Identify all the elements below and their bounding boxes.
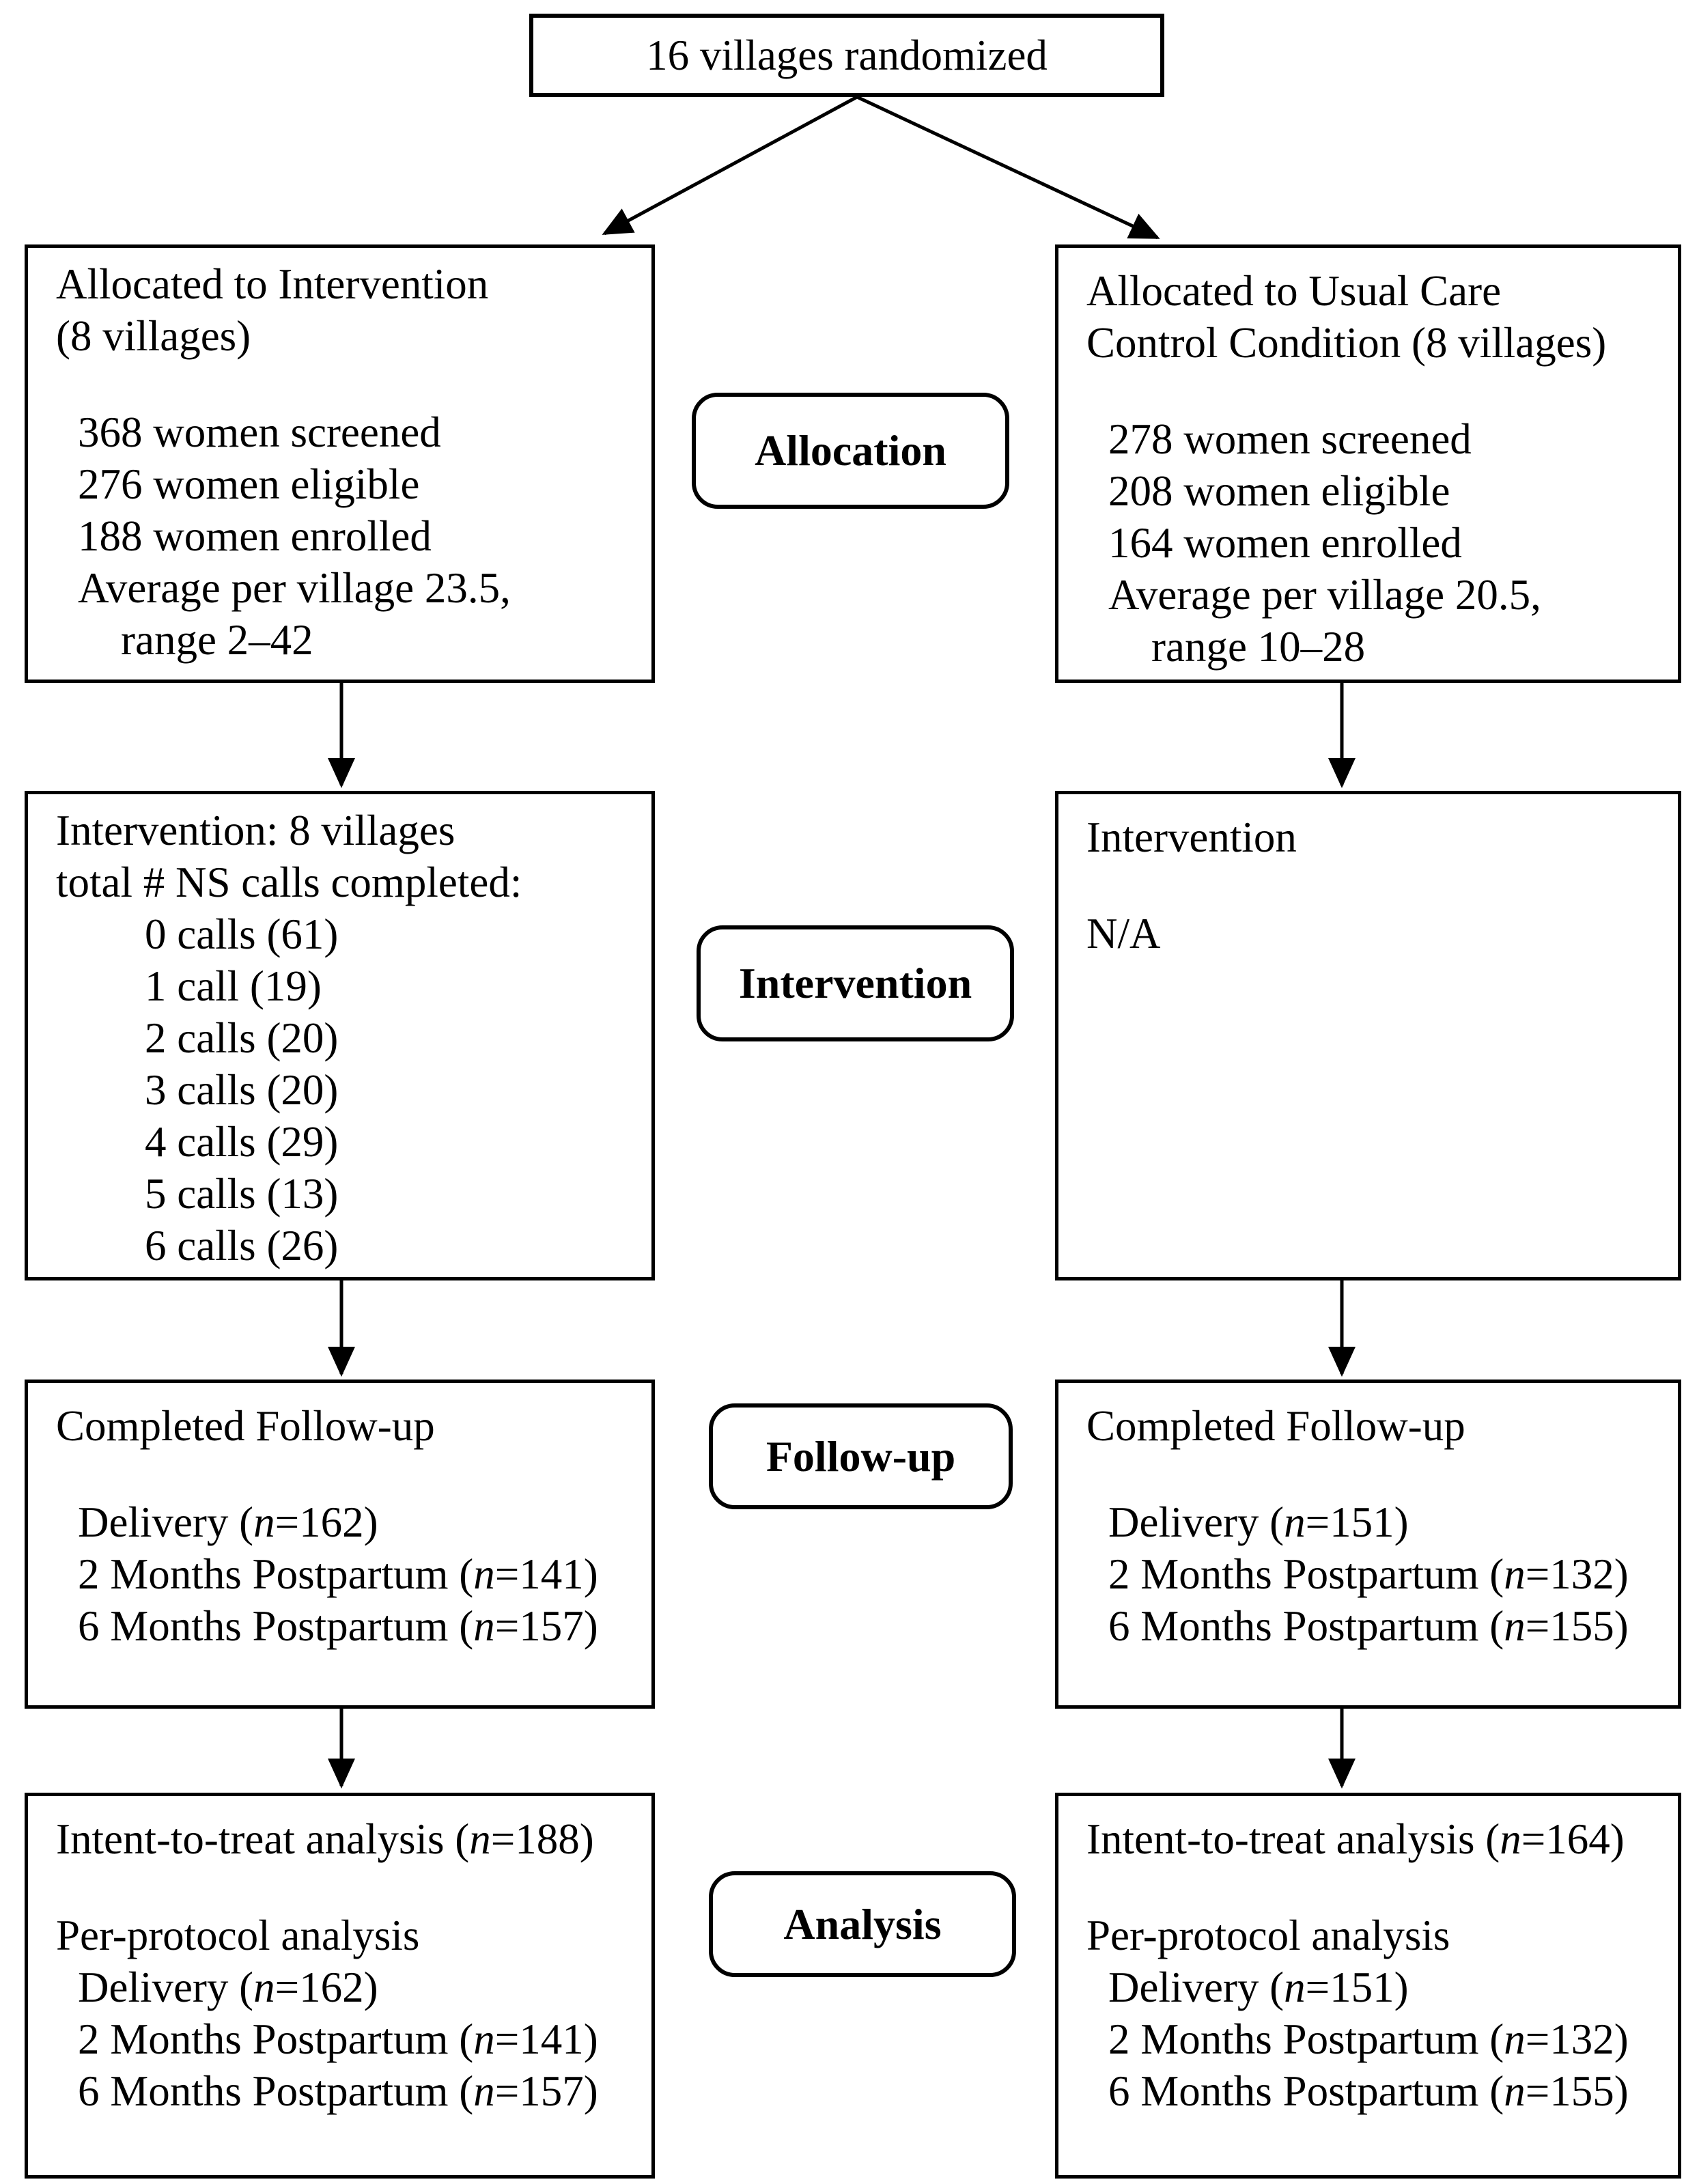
text-line: 3 calls (20): [145, 1066, 339, 1114]
text-line: 0 calls (61): [145, 910, 339, 958]
followup-intervention-box: Completed Follow-up Delivery (n=162) 2 M…: [25, 1380, 655, 1709]
randomized-text: 16 villages randomized: [646, 31, 1048, 79]
text-line: 1 call (19): [145, 962, 322, 1010]
text-line: range 2–42: [121, 616, 313, 664]
text-line: 188 women enrolled: [78, 512, 432, 560]
text-line: 6 calls (26): [145, 1222, 339, 1270]
text-line: 368 women screened: [78, 408, 441, 456]
stage-label-analysis: Analysis: [709, 1871, 1016, 1977]
text-line: [1086, 1865, 1668, 1909]
text-line: 164 women enrolled: [1108, 519, 1462, 567]
text-line: 6 Months Postpartum (n=155): [1108, 2067, 1629, 2115]
text-line: [1086, 369, 1668, 413]
text-line: Intervention: 8 villages: [56, 807, 455, 854]
text-line: 6 Months Postpartum (n=157): [78, 1602, 598, 1650]
stage-label-text: Allocation: [755, 426, 946, 475]
text-line: Completed Follow-up: [56, 1402, 435, 1450]
followup-control-box: Completed Follow-up Delivery (n=151) 2 M…: [1055, 1380, 1681, 1709]
text-line: 2 Months Postpartum (n=141): [78, 2015, 598, 2063]
stage-label-text: Follow-up: [766, 1431, 956, 1481]
stage-label-text: Analysis: [783, 1899, 942, 1948]
text-line: 2 Months Postpartum (n=132): [1108, 2015, 1629, 2063]
text-line: 4 calls (29): [145, 1118, 339, 1166]
text-line: 6 Months Postpartum (n=155): [1108, 1602, 1629, 1650]
analysis-intervention-box: Intent-to-treat analysis (n=188) Per-pro…: [25, 1793, 655, 2179]
text-line: [1086, 863, 1668, 908]
text-line: Delivery (n=162): [78, 1963, 378, 2011]
text-line: Allocated to Usual Care: [1086, 267, 1502, 315]
text-line: Intervention: [1086, 813, 1297, 861]
text-line: 2 calls (20): [145, 1014, 339, 1062]
stage-label-followup: Follow-up: [709, 1403, 1013, 1509]
text-line: 2 Months Postpartum (n=132): [1108, 1550, 1629, 1598]
text-line: [56, 1452, 642, 1496]
text-line: Intent-to-treat analysis (n=188): [56, 1815, 594, 1863]
text-line: 276 women eligible: [78, 460, 420, 508]
analysis-control-box: Intent-to-treat analysis (n=164) Per-pro…: [1055, 1793, 1681, 2179]
allocated-usual-care-box: Allocated to Usual Care Control Conditio…: [1055, 244, 1681, 683]
stage-label-text: Intervention: [738, 959, 972, 1007]
text-line: [56, 1865, 642, 1909]
text-line: 278 women screened: [1108, 415, 1472, 463]
text-line: 208 women eligible: [1108, 467, 1450, 515]
text-line: [56, 362, 642, 406]
allocated-intervention-box: Allocated to Intervention (8 villages) 3…: [25, 244, 655, 683]
arrow-randomized-to-control: [856, 95, 1160, 240]
intervention-na-box: Intervention N/A: [1055, 791, 1681, 1280]
stage-label-intervention: Intervention: [697, 925, 1014, 1041]
text-line: Delivery (n=151): [1108, 1498, 1409, 1546]
text-line: Control Condition (8 villages): [1086, 319, 1607, 367]
text-line: 6 Months Postpartum (n=157): [78, 2067, 598, 2115]
text-line: N/A: [1086, 910, 1161, 957]
text-line: Completed Follow-up: [1086, 1402, 1465, 1450]
text-line: Delivery (n=162): [78, 1498, 378, 1546]
text-line: Average per village 20.5,: [1108, 571, 1541, 619]
text-line: total # NS calls completed:: [56, 858, 522, 906]
intervention-calls-box: Intervention: 8 villages total # NS call…: [25, 791, 655, 1280]
text-line: (8 villages): [56, 312, 251, 360]
arrow-randomized-to-intervention: [602, 95, 858, 236]
randomized-box: 16 villages randomized: [529, 14, 1164, 97]
text-line: Intent-to-treat analysis (n=164): [1086, 1815, 1625, 1863]
text-line: Per-protocol analysis: [1086, 1912, 1450, 1959]
text-line: Average per village 23.5,: [78, 564, 511, 612]
text-line: 2 Months Postpartum (n=141): [78, 1550, 598, 1598]
text-line: 5 calls (13): [145, 1170, 339, 1218]
text-line: Per-protocol analysis: [56, 1912, 420, 1959]
text-line: range 10–28: [1151, 623, 1366, 671]
text-line: Delivery (n=151): [1108, 1963, 1409, 2011]
text-line: [1086, 1452, 1668, 1496]
text-line: Allocated to Intervention: [56, 260, 489, 308]
stage-label-allocation: Allocation: [692, 393, 1009, 509]
